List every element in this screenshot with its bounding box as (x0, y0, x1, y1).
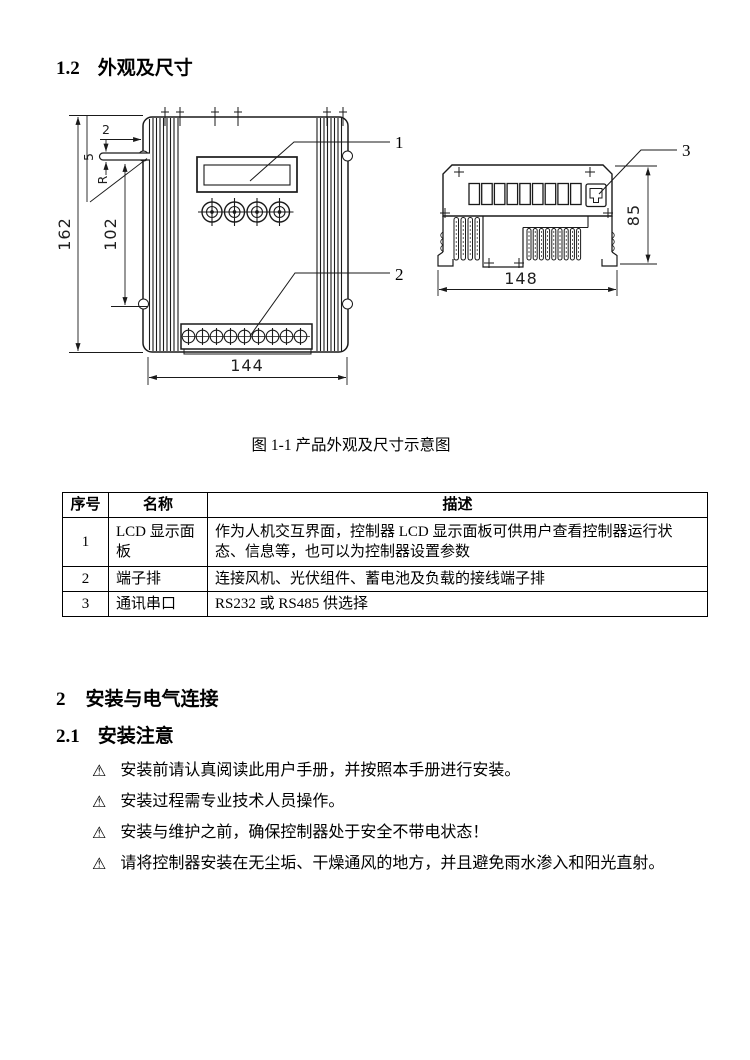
warning-icon: ⚠ (92, 792, 107, 811)
callout-3-label: 3 (682, 141, 691, 160)
header-name: 名称 (108, 492, 208, 518)
radius-label: R (95, 175, 110, 184)
section-number: 2 (56, 689, 66, 710)
dim-162 (69, 115, 143, 353)
button-icon (265, 198, 294, 226)
dim-102 (111, 163, 148, 307)
button-icon (220, 198, 249, 226)
figure-product-dimensions: 162 102 2 5 R 144 1 2 (55, 107, 691, 385)
cell-name: LCD 显示面板 (108, 517, 208, 567)
bottom-view (437, 149, 677, 296)
dim-144-label: 144 (230, 356, 264, 375)
section-title: 安装注意 (97, 726, 174, 747)
controller-body (142, 116, 349, 353)
callout-2-leader (249, 272, 390, 337)
section-heading-2: 2 安装与电气连接 (56, 684, 219, 711)
front-view (69, 107, 390, 385)
warning-icon: ⚠ (92, 761, 107, 780)
table-row: 3 通讯串口 RS232 或 RS485 供选择 (62, 591, 708, 617)
header-no: 序号 (62, 492, 109, 518)
dim-tab-details (86, 116, 148, 203)
callout-1-label: 1 (395, 133, 404, 152)
parts-table: 序号 名称 描述 1 LCD 显示面板 作为人机交互界面，控制器 LCD 显示面… (62, 492, 708, 617)
terminal-screws (181, 328, 308, 345)
callout-3-leader (598, 149, 677, 195)
dim-148-label: 148 (504, 269, 538, 288)
right-rail (316, 118, 343, 351)
lcd-display (196, 156, 298, 193)
mount-marks (440, 167, 613, 268)
terminal-squares (468, 182, 582, 206)
warning-text: 安装与维护之前，确保控制器处于安全不带电状态！ (120, 824, 489, 841)
button-row (198, 198, 294, 226)
dim-162-label: 162 (55, 217, 74, 251)
section-title: 安装与电气连接 (85, 689, 219, 710)
warning-item: ⚠ 请将控制器安装在无尘垢、干燥通风的地方，并且避免雨水渗入和阳光直射。 (92, 853, 722, 874)
dim-102-label: 102 (101, 217, 120, 251)
callout-1-leader (249, 141, 390, 182)
section-number: 1.2 (56, 58, 80, 79)
dim-5-label: 5 (81, 153, 96, 161)
dim-85 (615, 165, 657, 265)
foot-right (601, 251, 618, 267)
dim-85-label: 85 (624, 204, 643, 226)
section-heading-1-2: 1.2 外观及尺寸 (56, 53, 193, 80)
fins-left (453, 217, 480, 261)
warning-list: ⚠ 安装前请认真阅读此用户手册，并按照本手册进行安装。 ⚠ 安装过程需专业技术人… (92, 760, 722, 884)
mounting-tab (98, 152, 150, 161)
cell-desc: RS232 或 RS485 供选择 (207, 591, 708, 617)
callout-2-label: 2 (395, 265, 404, 284)
fins-right (526, 228, 582, 261)
left-rail (148, 118, 179, 351)
dim-148 (437, 270, 618, 296)
middle-bridge (482, 216, 524, 268)
header-desc: 描述 (207, 492, 708, 518)
cell-desc: 作为人机交互界面，控制器 LCD 显示面板可供用户查看控制器运行状态、信息等，也… (207, 517, 708, 567)
terminal-strip (180, 323, 313, 355)
dim-2-label: 2 (102, 122, 110, 137)
warning-text: 安装过程需专业技术人员操作。 (120, 793, 345, 810)
warning-text: 安装前请认真阅读此用户手册，并按照本手册进行安装。 (120, 762, 521, 779)
table-row: 1 LCD 显示面板 作为人机交互界面，控制器 LCD 显示面板可供用户查看控制… (62, 517, 708, 567)
warning-icon: ⚠ (92, 823, 107, 842)
section-heading-2-1: 2.1 安装注意 (56, 721, 174, 748)
cell-name: 端子排 (108, 566, 208, 592)
dim-144 (147, 357, 348, 385)
section-number: 2.1 (56, 726, 80, 747)
warning-item: ⚠ 安装过程需专业技术人员操作。 (92, 791, 722, 812)
cell-no: 2 (62, 566, 109, 592)
warning-item: ⚠ 安装前请认真阅读此用户手册，并按照本手册进行安装。 (92, 760, 722, 781)
wall-serration-left (440, 231, 444, 252)
warning-item: ⚠ 安装与维护之前，确保控制器处于安全不带电状态！ (92, 822, 722, 843)
figure-caption: 图 1-1 产品外观及尺寸示意图 (251, 437, 451, 454)
table-header-row: 序号 名称 描述 (62, 492, 708, 518)
warning-icon: ⚠ (92, 854, 107, 873)
cell-no: 3 (62, 591, 109, 617)
foot-left (437, 251, 454, 267)
cell-no: 1 (62, 517, 109, 567)
wall-serration-right (611, 231, 615, 252)
section-title: 外观及尺寸 (97, 58, 193, 79)
top-center-marks (161, 107, 347, 126)
warning-text: 请将控制器安装在无尘垢、干燥通风的地方，并且避免雨水渗入和阳光直射。 (120, 855, 665, 872)
table-row: 2 端子排 连接风机、光伏组件、蓄电池及负载的接线端子排 (62, 566, 708, 592)
comm-port (585, 183, 607, 208)
cell-desc: 连接风机、光伏组件、蓄电池及负载的接线端子排 (207, 566, 708, 592)
cell-name: 通讯串口 (108, 591, 208, 617)
